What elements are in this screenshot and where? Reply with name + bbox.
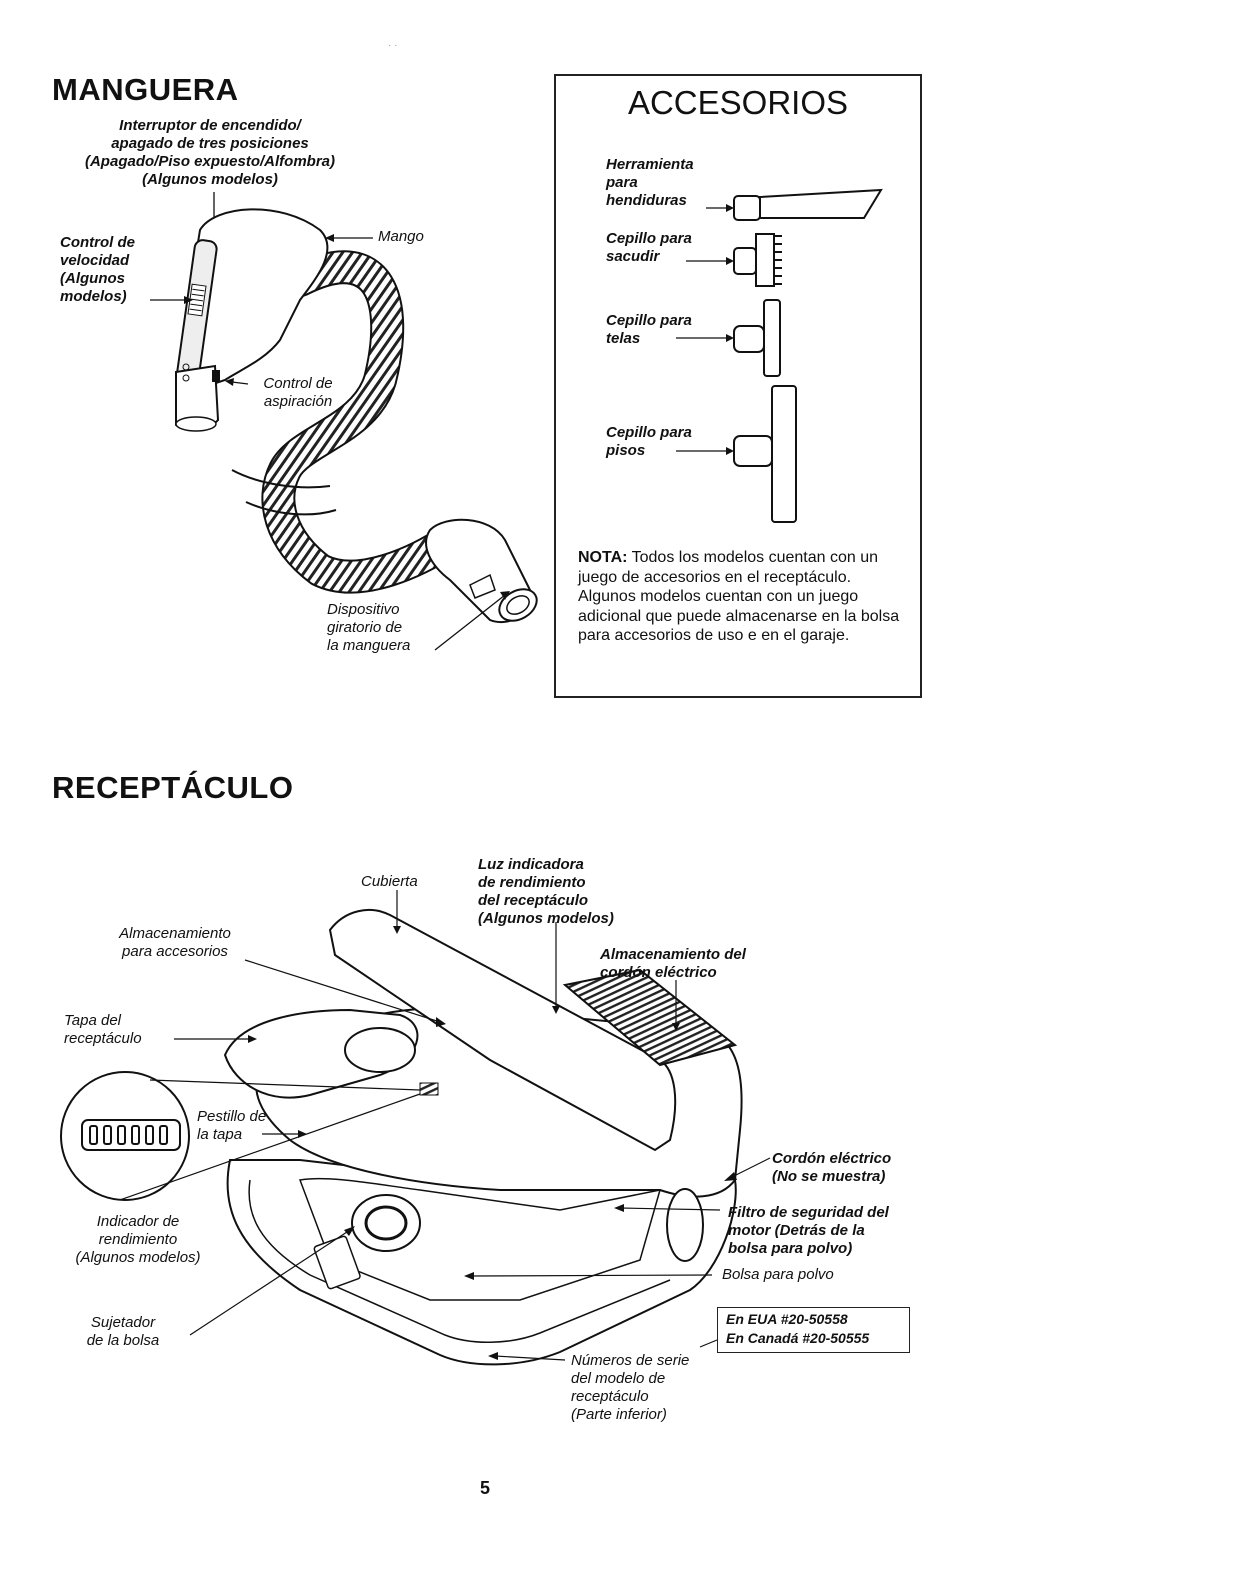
swivel-label-line: la manguera xyxy=(327,637,411,654)
luz-indicadora-label: Luz indicadora de rendimiento del recept… xyxy=(478,856,614,928)
upholstery-brush-icon xyxy=(676,299,781,377)
indicador-label-line: (Algunos modelos) xyxy=(75,1249,201,1266)
swivel-label-line: giratorio de xyxy=(327,619,403,636)
luz-label-line: de rendimiento xyxy=(478,874,586,891)
indicador-label: Indicador de rendimiento (Algunos modelo… xyxy=(58,1213,218,1267)
pestillo-label: Pestillo de la tapa xyxy=(197,1108,266,1144)
suction-label-line: Control de xyxy=(263,375,333,392)
crevice-tool-label: Herramienta para hendiduras xyxy=(606,156,694,210)
sujetador-label-line: Sujetador xyxy=(90,1314,156,1331)
speed-label-line: modelos) xyxy=(60,288,127,305)
accessories-box: ACCESORIOS Herramienta para hendiduras C… xyxy=(554,74,922,698)
accessory-label-line: Cepillo para xyxy=(606,230,692,247)
accessory-label-line: hendiduras xyxy=(606,192,687,209)
numeros-label-line: del modelo de xyxy=(571,1370,666,1387)
cubierta-label: Cubierta xyxy=(361,873,418,890)
indicador-label-line: rendimiento xyxy=(98,1231,178,1248)
pestillo-label-line: la tapa xyxy=(197,1126,243,1143)
accessory-label-line: Cepillo para xyxy=(606,424,692,441)
filtro-label-line: motor (Detrás de la xyxy=(728,1222,865,1239)
nota-paragraph: NOTA: Todos los modelos cuentan con un j… xyxy=(578,548,908,646)
numeros-label-line: receptáculo xyxy=(571,1388,649,1405)
filtro-label: Filtro de seguridad del motor (Detrás de… xyxy=(728,1204,889,1258)
speed-label-line: velocidad xyxy=(60,252,130,269)
crevice-tool-icon xyxy=(706,188,883,221)
accessory-label-line: pisos xyxy=(606,442,646,459)
speed-label-line: (Algunos xyxy=(60,270,125,287)
nota-label: NOTA: xyxy=(578,549,628,566)
luz-label-line: Luz indicadora xyxy=(478,856,584,873)
numeros-label-line: (Parte inferior) xyxy=(571,1406,667,1423)
almac-cordon-line: cordón eléctrico xyxy=(600,964,717,981)
swivel-label: Dispositivo giratorio de la manguera xyxy=(327,601,410,655)
receptaculo-title: RECEPTÁCULO xyxy=(52,770,294,805)
accessory-label-line: Cepillo para xyxy=(606,312,692,329)
accessory-label-line: para xyxy=(606,174,638,191)
handle-label: Mango xyxy=(378,228,424,245)
dusting-brush-icon xyxy=(686,233,782,287)
floor-brush-label: Cepillo para pisos xyxy=(606,424,692,460)
nota-text: Todos los modelos cuentan con un juego d… xyxy=(578,549,900,644)
almac-cordon-line: Almacenamiento del xyxy=(600,946,746,963)
hose-illustration xyxy=(150,192,538,651)
switch-label-line: Interruptor de encendido/ xyxy=(119,117,301,134)
bag-part-us: En EUA #20-50558 xyxy=(726,1311,848,1327)
bolsa-label: Bolsa para polvo xyxy=(722,1266,834,1283)
cordon-label-line: Cordón eléctrico xyxy=(772,1150,892,1167)
almac-acc-line: Almacenamiento xyxy=(119,925,231,942)
sujetador-label: Sujetador de la bolsa xyxy=(68,1314,178,1350)
luz-label-line: del receptáculo xyxy=(478,892,589,909)
numeros-label-line: Números de serie xyxy=(571,1352,690,1369)
indicador-label-line: Indicador de xyxy=(96,1213,180,1230)
accessories-title: ACCESORIOS xyxy=(627,84,849,121)
switch-label: Interruptor de encendido/ apagado de tre… xyxy=(60,117,360,189)
almacenamiento-accesorios-label: Almacenamiento para accesorios xyxy=(95,925,255,961)
switch-label-line: (Algunos modelos) xyxy=(142,171,278,188)
filtro-label-line: bolsa para polvo) xyxy=(728,1240,853,1257)
sujetador-label-line: de la bolsa xyxy=(86,1332,160,1349)
cordon-label-line: (No se muestra) xyxy=(772,1168,886,1185)
accessory-label-line: sacudir xyxy=(606,248,660,265)
cordon-electrico-label: Cordón eléctrico (No se muestra) xyxy=(772,1150,891,1186)
filtro-label-line: Filtro de seguridad del xyxy=(728,1204,889,1221)
almacenamiento-cordon-label: Almacenamiento del cordón eléctrico xyxy=(600,946,746,982)
tapa-label-line: Tapa del xyxy=(64,1012,121,1029)
bag-part-canada: En Canadá #20-50555 xyxy=(726,1330,870,1346)
tapa-label-line: receptáculo xyxy=(64,1030,142,1047)
dusting-brush-label: Cepillo para sacudir xyxy=(606,230,692,266)
accessory-label-line: Herramienta xyxy=(606,156,694,173)
tapa-label: Tapa del receptáculo xyxy=(64,1012,142,1048)
almac-acc-line: para accesorios xyxy=(122,943,228,960)
switch-label-line: (Apagado/Piso expuesto/Alfombra) xyxy=(84,153,336,170)
speed-control-label: Control de velocidad (Algunos modelos) xyxy=(60,234,135,306)
numeros-serie-label: Números de serie del modelo de receptácu… xyxy=(571,1352,689,1424)
upholstery-brush-label: Cepillo para telas xyxy=(606,312,692,348)
speed-label-line: Control de xyxy=(60,234,135,251)
luz-label-line: (Algunos modelos) xyxy=(478,910,614,927)
swivel-label-line: Dispositivo xyxy=(327,601,400,618)
accessory-label-line: telas xyxy=(606,330,641,347)
switch-label-line: apagado de tres posiciones xyxy=(111,135,309,152)
scan-mark: · · xyxy=(388,40,398,51)
bag-parts-box: En EUA #20-50558 En Canadá #20-50555 xyxy=(717,1307,910,1353)
accessories-illustration xyxy=(676,188,883,523)
suction-label-line: aspiración xyxy=(263,393,333,410)
pestillo-label-line: Pestillo de xyxy=(197,1108,267,1125)
manguera-title: MANGUERA xyxy=(52,72,239,107)
suction-control-label: Control de aspiración xyxy=(248,375,348,411)
page-number: 5 xyxy=(480,1478,491,1498)
floor-brush-icon xyxy=(676,385,797,523)
